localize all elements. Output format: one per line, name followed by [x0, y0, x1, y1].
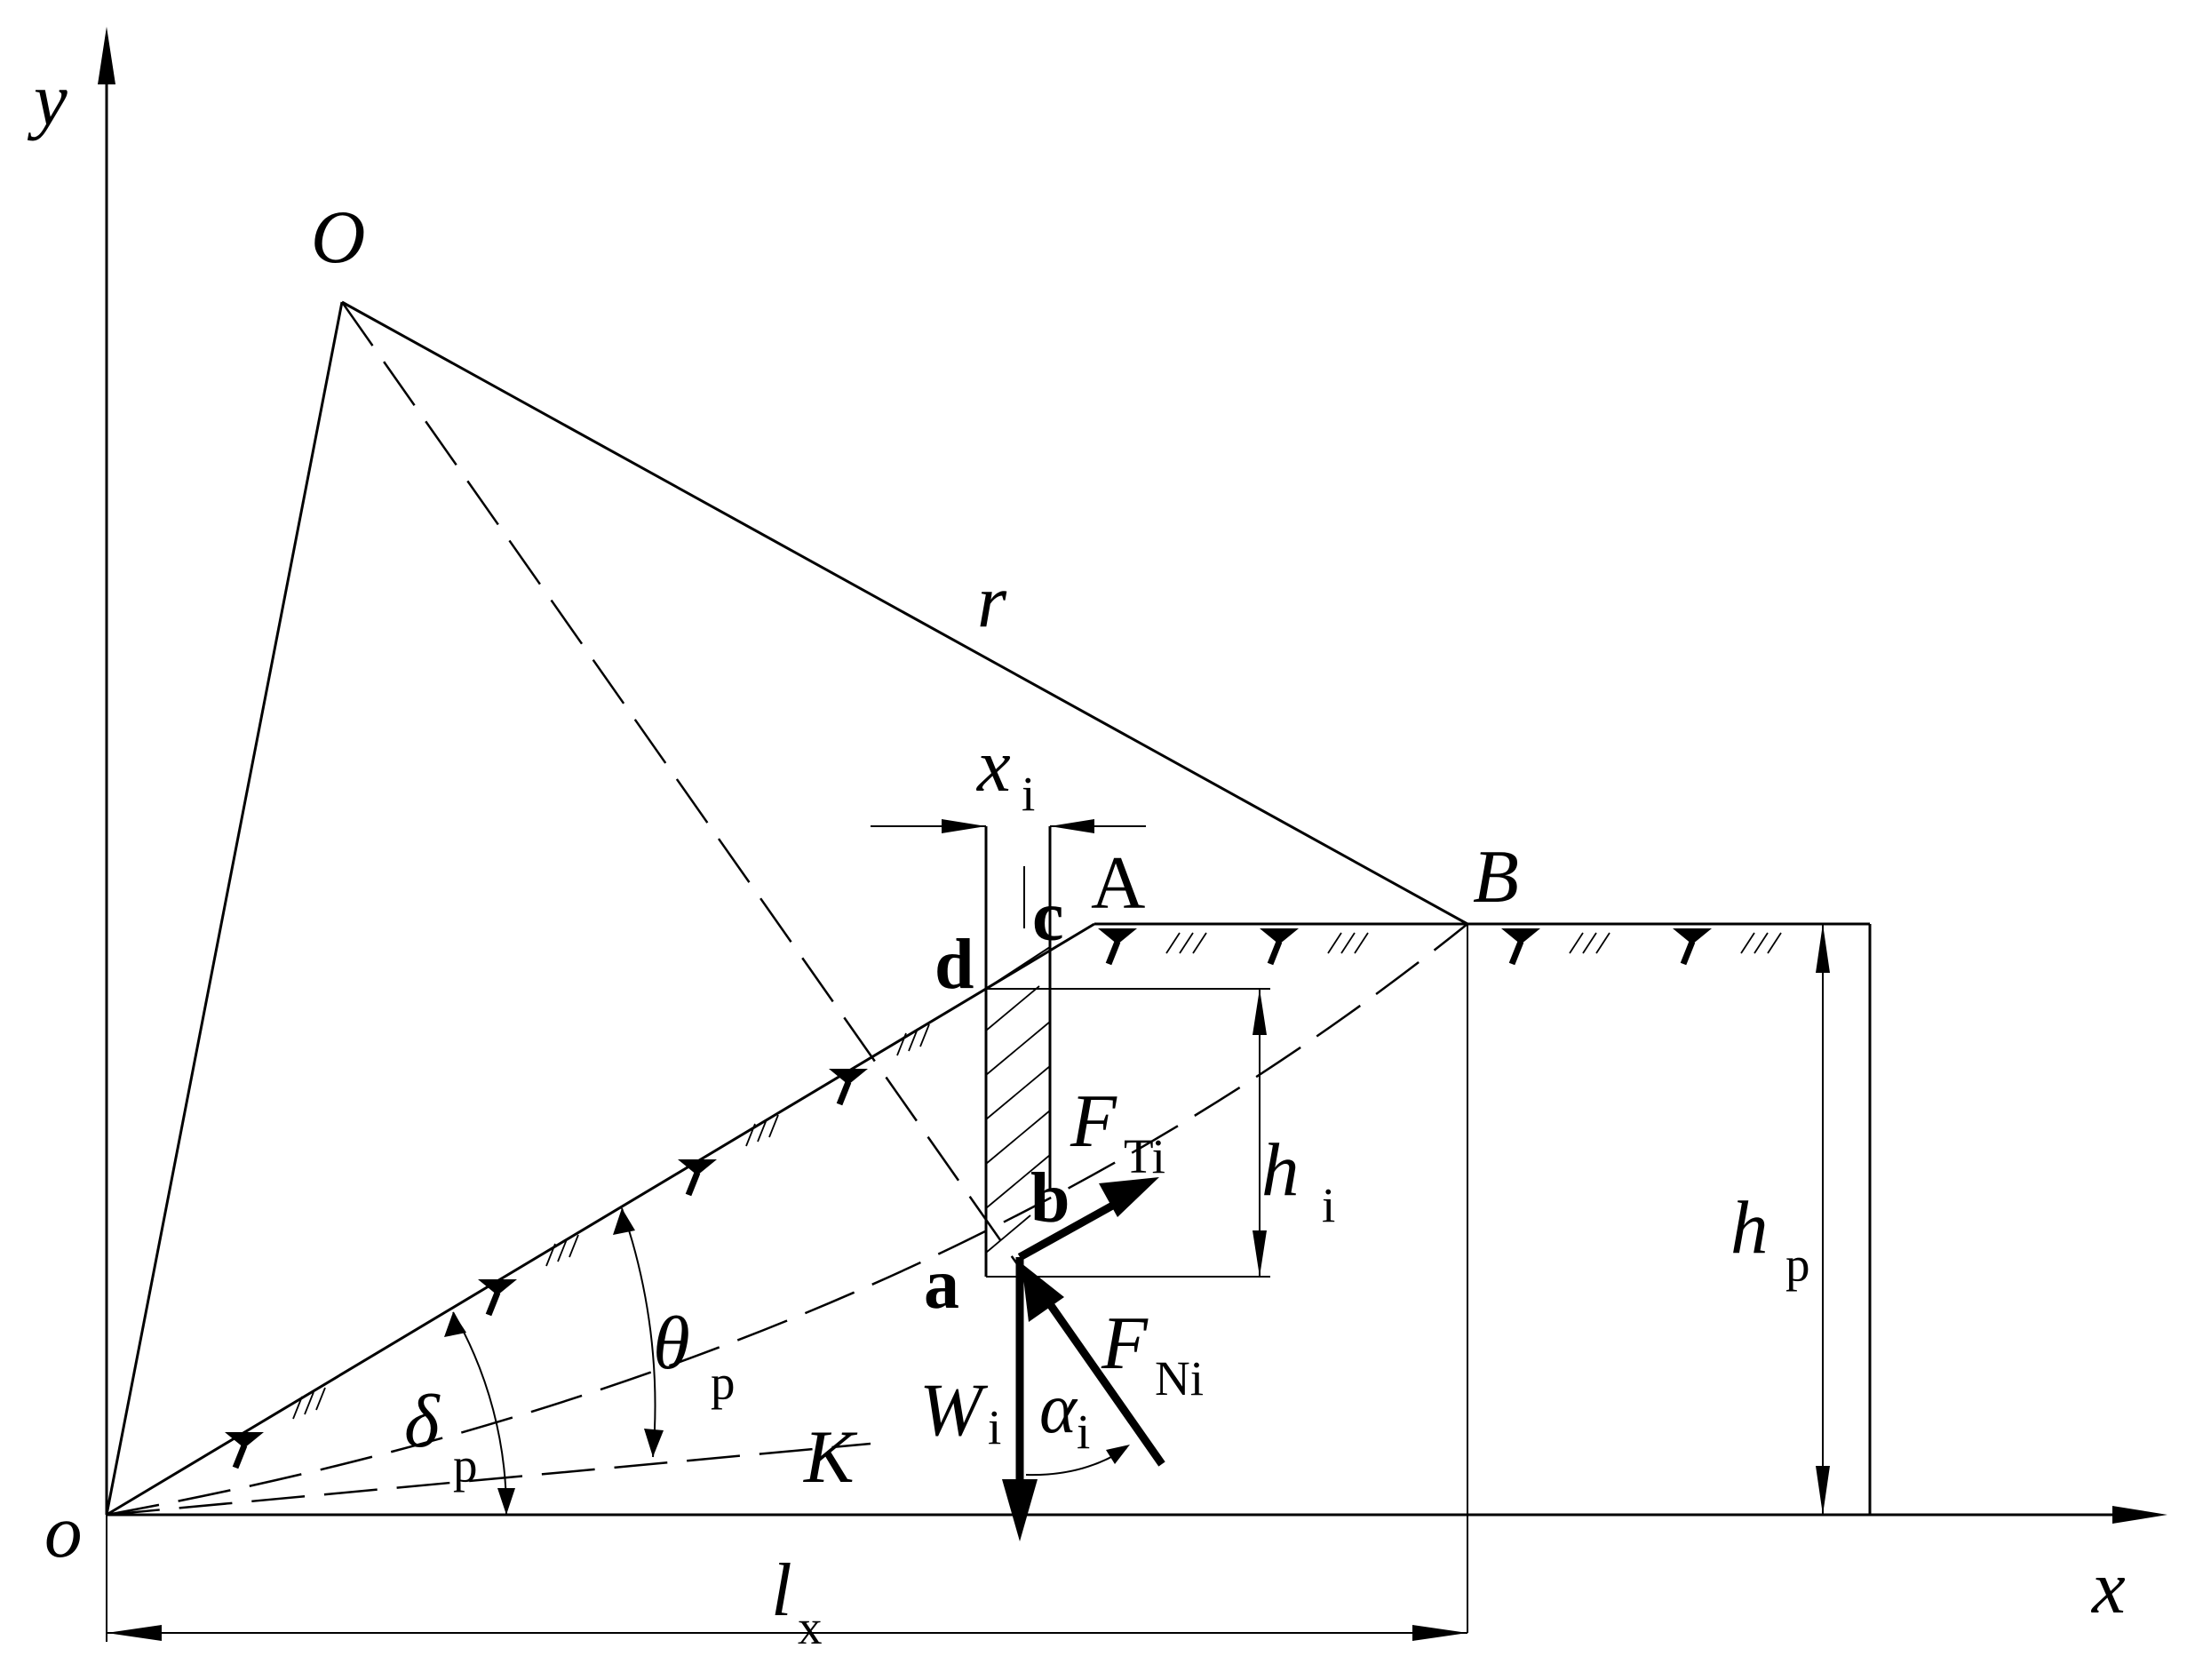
lx-arrow-right — [1412, 1625, 1467, 1641]
slice-top-diagonal-d-c — [985, 946, 1051, 990]
center-O-label: O — [311, 195, 365, 279]
angle-markers — [444, 1207, 1130, 1516]
hi-subscript: i — [1322, 1178, 1335, 1232]
xi-arrow-right — [1050, 819, 1094, 833]
y-axis-label: y — [27, 58, 68, 141]
tangential-force-arrowhead — [1099, 1177, 1159, 1217]
normal-force-vector — [1040, 1293, 1165, 1467]
hi-label: h — [1261, 1128, 1300, 1212]
alpha-arc-arrow — [1106, 1445, 1130, 1464]
theta-angle-arc — [621, 1207, 656, 1458]
point-A-label: A — [1091, 841, 1145, 925]
FTi-label: F — [1070, 1079, 1117, 1163]
origin-label: o — [44, 1490, 83, 1573]
slope-symbol — [225, 1387, 326, 1469]
line-K-dashed — [106, 1442, 871, 1517]
slice-hatching — [985, 985, 1051, 1254]
slope-surface — [106, 922, 1872, 1633]
Wi-subscript: i — [988, 1400, 1001, 1454]
radius-dashed-line-O-a — [340, 301, 1022, 1269]
lx-subscript: x — [798, 1600, 823, 1654]
ground-symbol — [1260, 928, 1369, 966]
theta-subscript: p — [711, 1356, 736, 1410]
delta-label: δ — [404, 1380, 441, 1463]
theta-arc-arrow-bottom — [644, 1429, 664, 1457]
xi-arrow-left — [942, 819, 986, 833]
slope-symbol — [678, 1114, 779, 1197]
hi-arrow-top — [1253, 989, 1267, 1035]
x-axis-arrowhead — [2112, 1506, 2167, 1524]
xi-label: x — [975, 724, 1011, 808]
lx-label: l — [771, 1549, 792, 1632]
FTi-subscript: Ti — [1124, 1129, 1165, 1183]
slope-line — [106, 922, 1095, 1517]
x-axis-label: x — [2090, 1546, 2126, 1629]
slip-arc-dashed — [106, 923, 1468, 1517]
theta-label: θ — [653, 1302, 690, 1385]
point-b-label: b — [1030, 1159, 1070, 1238]
radius-line-O-B — [341, 300, 1468, 926]
line-K-label: K — [803, 1415, 858, 1499]
delta-subscript: p — [453, 1438, 478, 1493]
alpha-label: α — [1039, 1370, 1078, 1448]
xi-subscript: i — [1022, 767, 1035, 821]
slope-symbol — [829, 1023, 930, 1106]
hp-subscript: p — [1785, 1238, 1810, 1292]
radius-line-O-o — [105, 301, 344, 1516]
weight-arrowhead — [1002, 1479, 1038, 1541]
ground-symbol — [1673, 928, 1782, 966]
hp-arrow-top — [1816, 924, 1830, 973]
dimensions — [106, 819, 1830, 1642]
delta-arc-arrow-bottom — [497, 1488, 515, 1515]
slip-circle-radii — [105, 300, 1468, 1516]
point-c-label: c — [1032, 878, 1064, 956]
point-B-label: B — [1473, 835, 1519, 919]
hp-arrow-bottom — [1816, 1466, 1830, 1515]
normal-force-arrowhead — [1022, 1263, 1064, 1322]
labels: y x o O r A B c d b a x i h i h p F Ti F… — [27, 58, 2126, 1654]
axes — [98, 27, 2167, 1524]
ground-symbols — [225, 928, 1782, 1469]
force-vectors — [1002, 1177, 1165, 1541]
ground-symbol — [1501, 928, 1610, 966]
radius-label: r — [977, 560, 1007, 643]
y-axis-arrowhead — [98, 27, 115, 84]
point-d-label: d — [934, 926, 974, 1004]
slope-symbol — [478, 1234, 579, 1317]
slip-surface — [106, 923, 1468, 1517]
hp-label: h — [1730, 1186, 1769, 1270]
point-a-label: a — [924, 1246, 959, 1324]
alpha-subscript: i — [1077, 1405, 1090, 1459]
ground-symbol — [1098, 928, 1207, 966]
Wi-label: W — [919, 1368, 989, 1452]
FNi-label: F — [1101, 1302, 1149, 1385]
delta-arc-arrow-top — [444, 1312, 466, 1337]
tangential-force-vector — [1017, 1196, 1126, 1261]
lx-arrow-left — [107, 1625, 162, 1641]
theta-arc-arrow-top — [613, 1208, 635, 1235]
hi-arrow-bottom — [1253, 1230, 1267, 1277]
FNi-subscript: Ni — [1155, 1351, 1204, 1405]
